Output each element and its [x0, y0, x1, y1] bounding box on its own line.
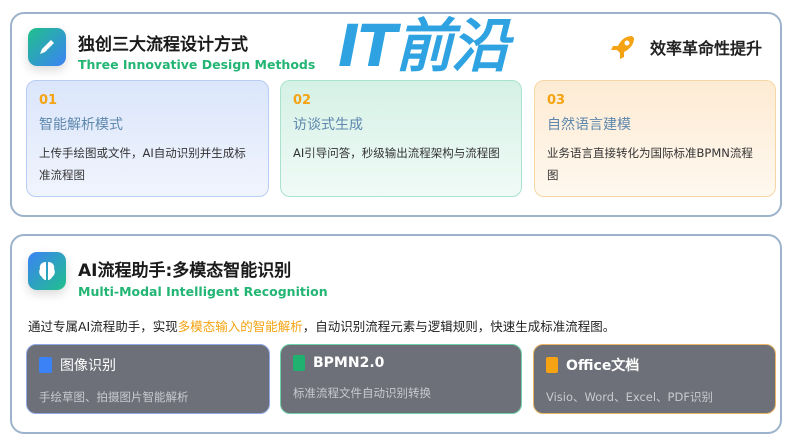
card-title: 访谈式生成 — [293, 117, 363, 133]
method-card-1[interactable]: 01 智能解析模式 上传手绘图或文件，AI自动识别并生成标准流程图 — [26, 80, 269, 197]
rocket-icon — [610, 36, 634, 59]
intro-post: ，自动识别流程元素与逻辑规则，快速生成标准流程图。 — [302, 319, 616, 334]
feature-title: BPMN2.0 — [313, 355, 385, 371]
card-title: 智能解析模式 — [39, 117, 123, 133]
card-desc: 业务语言直接转化为国际标准BPMN流程图 — [547, 146, 753, 182]
design-methods-panel: 独创三大流程设计方式 Three Innovative Design Metho… — [10, 12, 782, 217]
intro-text: 通过专属AI流程助手，实现多模态输入的智能解析，自动识别流程元素与逻辑规则，快速… — [28, 316, 615, 335]
feature-title: Office文档 — [566, 358, 640, 374]
card-number: 03 — [547, 93, 566, 108]
feature-desc: Visio、Word、Excel、PDF识别 — [546, 390, 713, 404]
card-number: 01 — [39, 93, 58, 108]
card-desc: 上传手绘图或文件，AI自动识别并生成标准流程图 — [39, 146, 246, 182]
card-title: 自然语言建模 — [547, 117, 631, 133]
card-number: 02 — [293, 93, 312, 108]
section-subtitle: Multi-Modal Intelligent Recognition — [78, 284, 328, 299]
feature-card-image[interactable]: 图像识别 手绘草图、拍摄图片智能解析 — [26, 344, 270, 414]
feature-card-bpmn[interactable]: BPMN2.0 标准流程文件自动识别转换 — [280, 344, 522, 414]
watermark-logo: IT前沿 — [338, 12, 509, 80]
section-subtitle: Three Innovative Design Methods — [78, 57, 316, 72]
file-icon — [546, 357, 558, 373]
feature-title: 图像识别 — [60, 358, 116, 374]
badge-text: 效率革命性提升 — [649, 39, 762, 58]
feature-card-office[interactable]: Office文档 Visio、Word、Excel、PDF识别 — [533, 344, 776, 414]
ai-assistant-panel: AI流程助手:多模态智能识别 Multi-Modal Intelligent R… — [10, 234, 782, 434]
card-desc: AI引导问答，秒级输出流程架构与流程图 — [293, 146, 500, 160]
efficiency-badge: 效率革命性提升 — [610, 34, 762, 60]
brain-icon — [28, 252, 66, 290]
intro-highlight: 多模态输入的智能解析 — [177, 319, 303, 334]
feature-desc: 手绘草图、拍摄图片智能解析 — [39, 390, 189, 404]
image-icon — [39, 357, 52, 373]
pencil-icon — [28, 28, 66, 66]
section-title: AI流程助手:多模态智能识别 — [78, 261, 292, 281]
file-code-icon — [293, 355, 305, 371]
method-card-3[interactable]: 03 自然语言建模 业务语言直接转化为国际标准BPMN流程图 — [534, 80, 776, 197]
method-card-2[interactable]: 02 访谈式生成 AI引导问答，秒级输出流程架构与流程图 — [280, 80, 522, 197]
intro-pre: 通过专属AI流程助手，实现 — [28, 319, 178, 334]
section-title: 独创三大流程设计方式 — [78, 35, 248, 55]
feature-desc: 标准流程文件自动识别转换 — [293, 386, 431, 400]
